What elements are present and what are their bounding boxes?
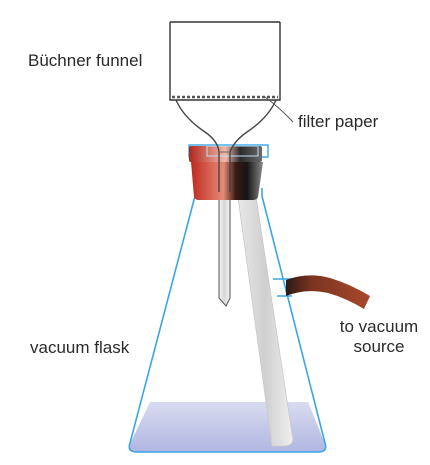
vacuum-flask <box>128 188 327 453</box>
filter-paper-leader <box>264 96 294 123</box>
buchner-funnel <box>169 22 281 101</box>
vacuum-source-label-line2: source <box>353 337 405 356</box>
liquid <box>128 402 327 452</box>
funnel-neck <box>175 99 277 192</box>
funnel-stem <box>218 191 231 307</box>
vacuum-source-label: to vacuum source <box>328 317 430 357</box>
vacuum-source-label-line1: to vacuum <box>339 317 419 336</box>
flask-side-arm <box>273 278 292 297</box>
vacuum-tubing <box>286 275 370 309</box>
inner-glass-tube <box>236 189 294 447</box>
rubber-stopper <box>191 162 263 200</box>
stopper-top <box>189 146 262 162</box>
buchner-funnel-label: Büchner funnel <box>28 51 143 70</box>
vacuum-flask-label: vacuum flask <box>30 338 130 357</box>
filter-paper-label: filter paper <box>298 112 379 131</box>
